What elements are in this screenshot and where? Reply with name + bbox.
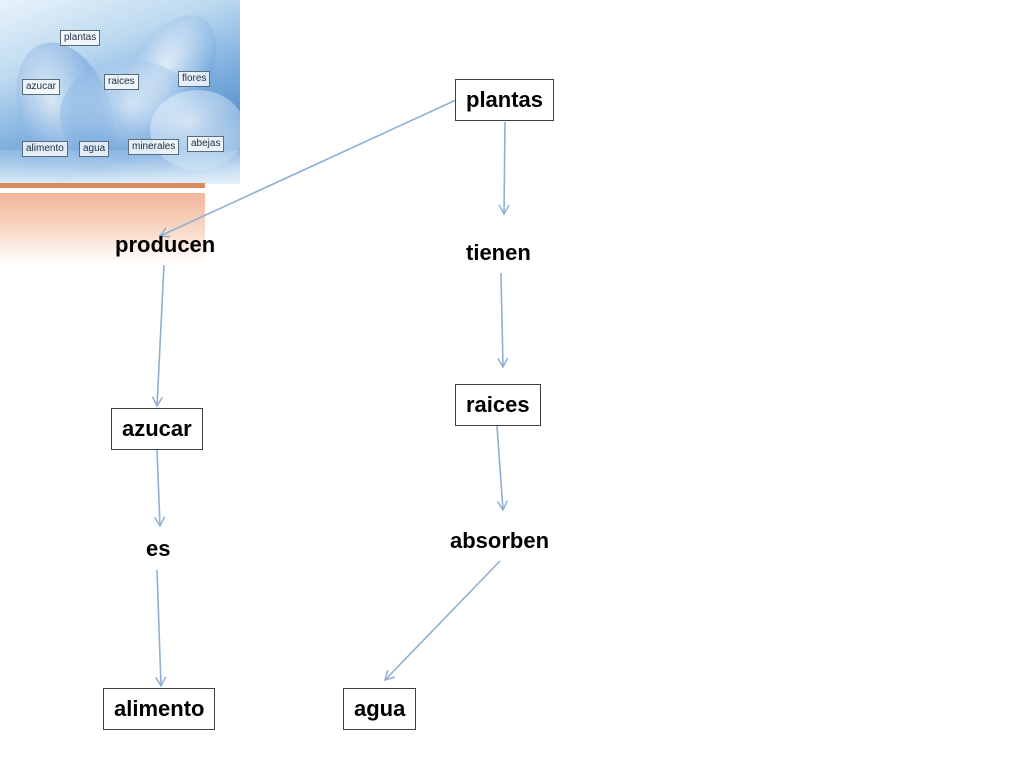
- arrow-es-alimento: [157, 570, 161, 686]
- arrow-absorben-agua: [385, 561, 500, 680]
- node-agua: agua: [343, 688, 416, 730]
- node-plantas: plantas: [455, 79, 554, 121]
- arrow-raices-absorben: [497, 426, 503, 510]
- link-word-es: es: [146, 536, 170, 562]
- link-word-tienen: tienen: [466, 240, 531, 266]
- link-word-absorben: absorben: [450, 528, 549, 554]
- arrow-plantas-producen: [160, 100, 456, 236]
- arrow-producen-azucar: [157, 265, 164, 406]
- node-azucar: azucar: [111, 408, 203, 450]
- arrow-azucar-es: [157, 450, 160, 526]
- link-word-producen: producen: [115, 232, 215, 258]
- arrow-tienen-raices: [501, 273, 503, 367]
- node-raices: raices: [455, 384, 541, 426]
- arrow-plantas-tienen: [504, 122, 505, 214]
- node-alimento: alimento: [103, 688, 215, 730]
